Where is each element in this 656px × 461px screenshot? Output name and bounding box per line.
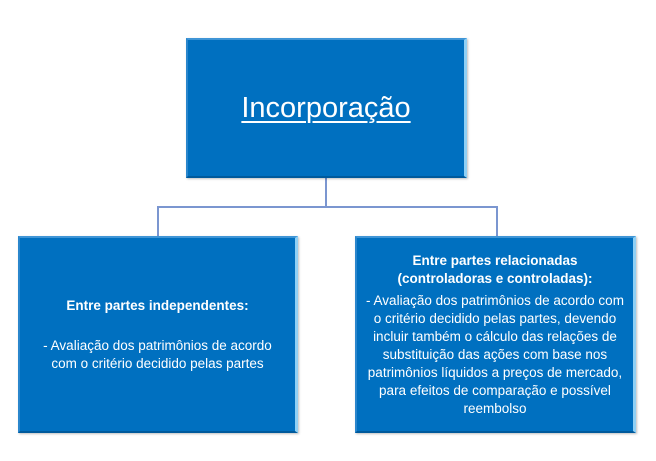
child-body: - Avaliação dos patrimônios de acordo co… — [43, 337, 272, 371]
connector-right-vertical — [496, 206, 498, 236]
connector-left-vertical — [157, 206, 159, 236]
child-body: - Avaliação dos patrimônios de acordo co… — [366, 292, 624, 416]
child-heading: Entre partes relacionadas (controladoras… — [397, 252, 593, 286]
child-node-independent: Entre partes independentes: - Avaliação … — [18, 236, 298, 433]
connector-root-vertical — [325, 178, 327, 207]
root-title: Incorporação — [241, 91, 411, 124]
child-heading: Entre partes independentes: — [66, 297, 249, 313]
root-node: Incorporação — [186, 38, 467, 178]
child-node-related: Entre partes relacionadas (controladoras… — [355, 236, 636, 433]
connector-horizontal — [157, 206, 498, 208]
